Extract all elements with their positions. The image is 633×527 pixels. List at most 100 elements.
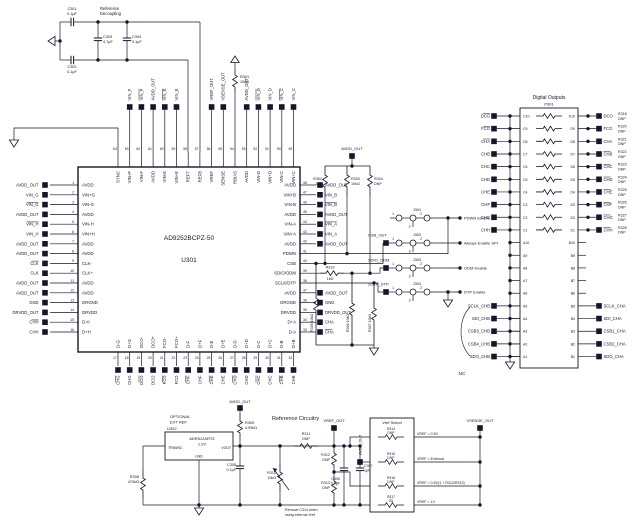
net-pad: [349, 153, 355, 159]
net-label: CLK: [30, 261, 38, 266]
net-label: VREF_OUT: [209, 78, 214, 101]
junction-dot: [586, 215, 590, 219]
net-pad: [208, 367, 215, 373]
junction-dot: [508, 126, 512, 131]
net-pad: [491, 227, 497, 233]
pin-number: 10: [70, 269, 74, 273]
ref-des: R315: [387, 452, 395, 456]
pin-name: AVDD: [82, 241, 94, 246]
pin-number: 2: [72, 191, 74, 195]
net-pad: [596, 303, 602, 309]
net-pad: [491, 113, 497, 119]
header-pin: B10: [569, 241, 575, 245]
section-title: Digital Outputs: [533, 95, 566, 101]
header-pin: B9: [571, 254, 575, 258]
pin-name: D-C: [256, 340, 261, 348]
net-label: DCO: [138, 375, 144, 385]
header-pin: B7: [571, 279, 575, 283]
pin-name: VIN+C: [291, 171, 296, 184]
ref-des: R319: [326, 266, 335, 270]
pin-name: D-A: [289, 330, 297, 335]
pin-name: VREF: [209, 171, 214, 183]
comp-value: 1kΩ: [315, 182, 322, 186]
resistor: [378, 433, 404, 441]
net-label: CHF: [197, 375, 202, 384]
net-label: CHC: [255, 375, 261, 385]
pin-name: AVDD: [82, 251, 94, 256]
header-pin: B2: [571, 342, 575, 346]
header-pin: B6: [571, 292, 575, 296]
header-pin: D1: [571, 228, 576, 232]
pin-number: 6: [72, 230, 74, 234]
header-pin: C6: [523, 165, 528, 169]
header-pin: D2: [571, 216, 576, 220]
comp-value: DNP: [618, 155, 626, 159]
net-pad: [317, 329, 323, 335]
ground-icon: [442, 299, 454, 308]
pin-number: 47: [303, 191, 307, 195]
pin-name: D+E: [221, 339, 226, 348]
pin-number: 40: [303, 259, 307, 263]
pin-name: VIN+D: [268, 171, 273, 184]
wire: [349, 436, 370, 446]
net-label: VIN_A: [325, 222, 337, 227]
ref-des: R322: [618, 150, 627, 154]
net-label: CHD: [481, 177, 490, 182]
net-pad: [42, 260, 48, 267]
net-label: CHE: [221, 375, 226, 384]
net-label: CSB_OUT: [368, 233, 387, 238]
net-pad: [383, 289, 389, 295]
pin-number: 46: [303, 200, 307, 204]
net-pad: [232, 367, 238, 373]
pin-number: 22: [172, 356, 176, 360]
net-label: CHG: [115, 376, 120, 385]
net-pad: [596, 341, 602, 347]
net-pad: [42, 309, 48, 316]
net-label: CHE: [604, 189, 613, 194]
pin-number: 39: [303, 269, 307, 273]
pin-name: DRVDD: [82, 310, 97, 315]
pin-number: 30: [265, 356, 269, 360]
net-label: VIN_D: [268, 88, 273, 100]
pin-name: DRVDD: [281, 310, 296, 315]
net-pad: [42, 319, 48, 325]
comp-value: 4.7µF: [103, 40, 113, 44]
net-label: CHB: [279, 375, 284, 384]
pin-number: 38: [303, 279, 307, 283]
pin-name: AVDD: [82, 281, 94, 286]
pin-name: D-B: [279, 340, 284, 348]
net-label: VIN_C: [291, 88, 296, 100]
junction-dot: [96, 20, 100, 24]
pin-name: REFT: [186, 171, 191, 183]
net-label: VIN_H: [26, 222, 38, 227]
pin-name: VIN-D: [256, 171, 261, 183]
net-label: AVDD_OUT: [229, 399, 251, 404]
net-pad: [491, 176, 497, 183]
vref-select-box: [369, 417, 415, 513]
pin-name: AVDD: [244, 171, 249, 183]
net-label: AVDD_OUT: [325, 212, 348, 217]
junction-dot: [508, 152, 512, 156]
pin-name: D-G: [115, 339, 120, 348]
header-pin: C8: [523, 140, 528, 144]
net-label: CHE: [209, 375, 214, 384]
junction-dot: [508, 215, 512, 219]
junction-dot: [508, 228, 512, 232]
ref-des: R301: [240, 75, 249, 79]
net-label: CHA: [325, 330, 334, 335]
ref-des: R313: [321, 481, 330, 485]
comp-value: DNP: [618, 117, 626, 121]
pin-number: 16: [70, 328, 74, 332]
pin-name: VIN-F: [139, 171, 144, 183]
net-label: GND: [325, 300, 334, 305]
net-pad: [491, 341, 497, 347]
pin-name: VIN-H: [82, 222, 94, 227]
comp-value: DNP: [618, 142, 626, 146]
net-pad: [491, 303, 497, 309]
resistor: [378, 482, 404, 490]
ground-icon: [8, 139, 20, 148]
pin-name: AVDD: [82, 290, 94, 295]
pin-number: 48: [303, 181, 307, 185]
pin-name: VIN-G: [82, 202, 95, 207]
jumper-pin-circle: [395, 239, 403, 247]
